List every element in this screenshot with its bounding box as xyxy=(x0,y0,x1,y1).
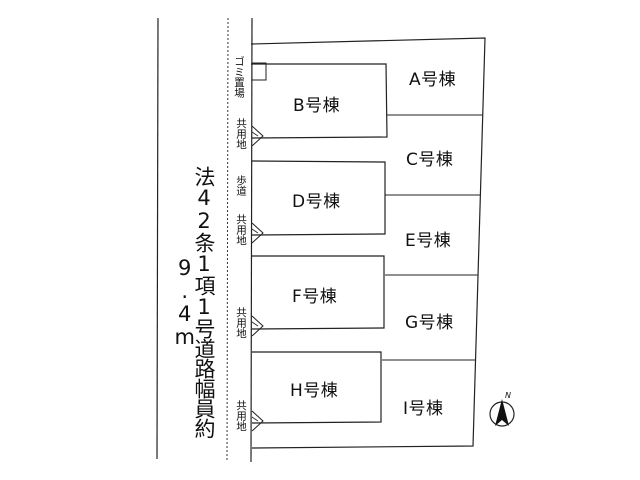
common-land-label-2: 共用地 xyxy=(235,214,247,246)
common-marker-4 xyxy=(251,410,264,432)
building-label-c: C号棟 xyxy=(406,150,454,170)
property-boundary xyxy=(250,37,486,449)
property-frontage-line xyxy=(250,17,253,463)
road-label: 法42条1項1号道路幅員約9.4m xyxy=(172,166,216,438)
footprint-h xyxy=(251,351,382,424)
common-marker-1 xyxy=(251,125,264,147)
sidewalk-boundary-line xyxy=(226,17,229,463)
footprint-b xyxy=(251,63,388,139)
road-edge-line xyxy=(156,17,159,460)
footprint-d xyxy=(251,160,386,236)
footprint-f xyxy=(251,255,385,330)
garbage-area-label: ゴミ置場 xyxy=(233,56,245,98)
north-label: N xyxy=(505,391,511,400)
north-arrow-icon: N xyxy=(489,391,515,427)
garbage-area-box xyxy=(251,62,267,81)
common-land-label-1: 共用地 xyxy=(235,118,247,150)
building-label-d: D号棟 xyxy=(292,192,341,212)
building-label-i: I号棟 xyxy=(403,399,444,419)
common-land-label-3: 共用地 xyxy=(235,307,247,339)
sidewalk-label: 歩道 xyxy=(235,175,247,196)
building-label-g: G号棟 xyxy=(405,313,454,333)
common-land-label-4: 共用地 xyxy=(235,400,247,432)
common-marker-3-inner xyxy=(251,321,259,327)
common-marker-1-inner xyxy=(251,131,259,137)
building-label-f: F号棟 xyxy=(292,287,338,307)
building-label-e: E号棟 xyxy=(405,231,452,251)
common-marker-2 xyxy=(251,222,264,244)
common-marker-2-inner xyxy=(251,228,259,234)
building-label-b: B号棟 xyxy=(293,96,341,116)
common-marker-4-inner xyxy=(251,416,259,422)
building-label-a: A号棟 xyxy=(409,70,457,90)
common-marker-3 xyxy=(251,315,264,337)
building-label-h: H号棟 xyxy=(290,381,339,401)
